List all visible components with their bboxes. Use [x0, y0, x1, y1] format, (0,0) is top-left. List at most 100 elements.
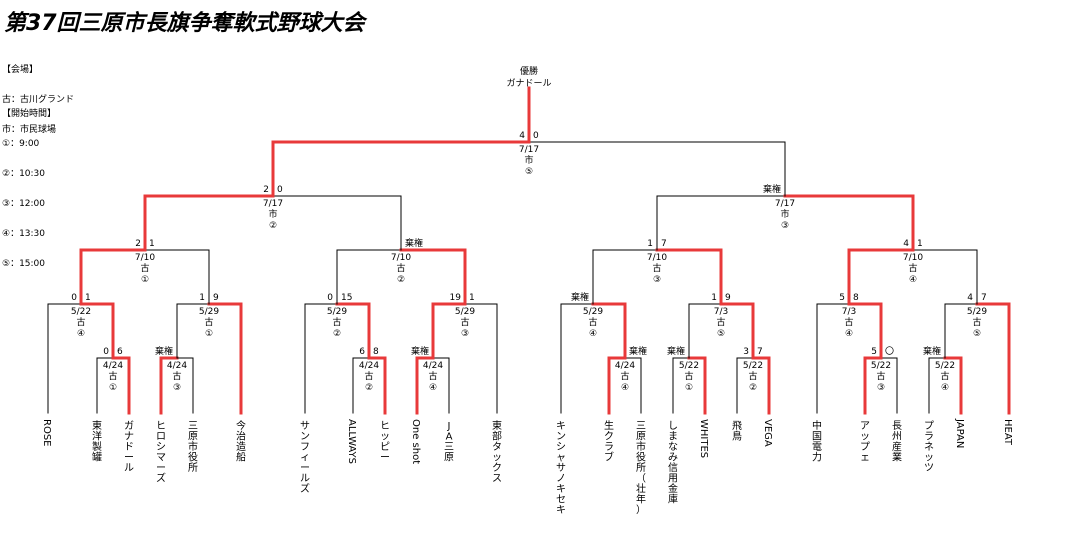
match-date: 5/29 — [327, 307, 347, 317]
score-left: 4 — [903, 239, 909, 249]
match-slot: ① — [109, 383, 117, 393]
score-right: 7 — [661, 239, 667, 249]
time-legend-item: ①：9:00 — [2, 139, 40, 149]
team-name: 三原市役所 — [188, 421, 198, 474]
team-name: ガナドール — [124, 420, 134, 474]
venue-legend-heading: 【会場】 — [2, 65, 39, 75]
match-slot: ③ — [653, 275, 661, 285]
match-venue: 古 — [428, 370, 437, 382]
match-venue: 古 — [364, 370, 373, 382]
match-date: 7/3 — [842, 307, 856, 317]
match-slot: ④ — [845, 329, 853, 339]
match-slot: ① — [141, 275, 149, 285]
match-slot: ④ — [621, 383, 629, 393]
match-slot: ① — [685, 383, 693, 393]
match-venue: 古 — [460, 316, 469, 328]
score-left: 棄権 — [763, 183, 781, 195]
score-left: 2 — [135, 239, 141, 249]
score-right: 〇 — [885, 346, 894, 357]
team-name: VEGA — [762, 419, 773, 447]
score-right: 6 — [117, 347, 123, 357]
score-right: 0 — [533, 131, 539, 141]
match-date: 4/24 — [167, 361, 187, 371]
match-date: 7/17 — [775, 199, 795, 209]
match-date: 7/3 — [714, 307, 728, 317]
score-left: 3 — [743, 347, 749, 357]
match-venue: 市 — [524, 154, 533, 166]
match-venue: 市 — [780, 208, 789, 220]
match-date: 5/29 — [583, 307, 603, 317]
match-slot: ③ — [461, 329, 469, 339]
match-date: 4/24 — [359, 361, 379, 371]
venue-legend: 【会場】 古：古川グランド 市：市民球場 — [2, 45, 74, 145]
score-left: 棄権 — [571, 291, 589, 303]
match-venue: 古 — [332, 316, 341, 328]
match-venue: 古 — [876, 370, 885, 382]
score-right: 1 — [917, 239, 923, 249]
team-name: しまなみ信用金庫 — [668, 420, 678, 506]
match-slot: ④ — [941, 383, 949, 393]
team-name: 東洋製罐 — [92, 419, 102, 464]
match-venue: 古 — [940, 370, 949, 382]
score-left: 棄権 — [667, 345, 685, 357]
champion-team: ガナドール — [506, 78, 551, 89]
score-right: 9 — [213, 293, 219, 303]
match-slot: ② — [749, 383, 757, 393]
team-name: WHITES — [698, 419, 709, 458]
match-slot: ④ — [429, 383, 437, 393]
time-legend-item: ②：10:30 — [2, 169, 46, 179]
team-name: 生クラブ — [604, 419, 614, 464]
score-left: 4 — [519, 131, 525, 141]
match-venue: 古 — [588, 316, 597, 328]
score-left: 1 — [199, 293, 205, 303]
score-left: 4 — [967, 293, 973, 303]
match-slot: ② — [365, 383, 373, 393]
team-name: 東部タックス — [492, 419, 502, 485]
match-date: 5/29 — [967, 307, 987, 317]
score-left: 0 — [103, 347, 109, 357]
score-left: 1 — [647, 239, 653, 249]
score-right: 9 — [725, 293, 731, 303]
score-right: 棄権 — [629, 345, 647, 357]
score-right: 1 — [149, 239, 155, 249]
score-left: 1 — [711, 293, 717, 303]
match-slot: ⑤ — [973, 329, 981, 339]
match-venue: 古 — [140, 262, 149, 274]
time-legend-heading: 【開始時間】 — [2, 109, 57, 119]
match-slot: ① — [205, 329, 213, 339]
score-left: 5 — [839, 293, 845, 303]
score-right: 0 — [277, 185, 283, 195]
time-legend-item: ⑤：15:00 — [2, 259, 46, 269]
match-slot: ④ — [909, 275, 917, 285]
match-venue: 古 — [684, 370, 693, 382]
match-date: 5/29 — [199, 307, 219, 317]
team-name: キンシャサノキセキ — [556, 421, 566, 516]
score-left: 0 — [327, 293, 333, 303]
team-name: 長州産業 — [892, 420, 902, 464]
score-left: 棄権 — [411, 345, 429, 357]
team-name: ヒッピー — [380, 420, 390, 464]
match-slot: ⑤ — [717, 329, 725, 339]
match-date: 7/10 — [647, 253, 667, 263]
match-slot: ④ — [589, 329, 597, 339]
match-venue: 古 — [972, 316, 981, 328]
score-left: 2 — [263, 185, 269, 195]
venue-legend-item: 古：古川グランド — [2, 95, 75, 105]
team-name: One shot — [410, 419, 421, 464]
team-name: ALLWAYS — [346, 419, 357, 464]
score-right: 7 — [757, 347, 763, 357]
match-date: 5/22 — [71, 307, 91, 317]
team-name: 中国電力 — [812, 419, 822, 464]
time-legend-item: ④：13:30 — [2, 229, 46, 239]
match-venue: 古 — [108, 370, 117, 382]
champion-label: 優勝 — [520, 65, 538, 77]
match-slot: ④ — [77, 329, 85, 339]
match-date: 7/10 — [135, 253, 155, 263]
score-left: 棄権 — [923, 345, 941, 357]
match-date: 5/22 — [679, 361, 699, 371]
score-left: 0 — [71, 293, 77, 303]
score-right: 1 — [469, 293, 475, 303]
time-legend: 【開始時間】 ①：9:00 ②：10:30 ③：12:00 ④：13:30 ⑤：… — [2, 89, 56, 279]
match-date: 7/10 — [391, 253, 411, 263]
